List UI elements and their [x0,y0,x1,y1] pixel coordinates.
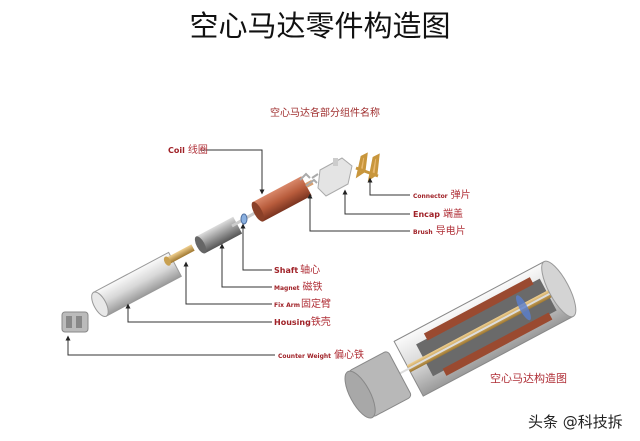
counter-weight-part [61,311,89,333]
connector-part [355,152,380,182]
housing-part [91,251,182,317]
assembled-motor-cutaway [344,260,577,419]
page-title: 空心马达零件构造图 [189,9,450,43]
brush-part [299,172,319,187]
watermark: 头条 @科技拆 [528,413,623,431]
encap-part [317,157,353,197]
assembly-caption: 空心马达构造图 [490,371,567,385]
coil-part [251,176,314,222]
magnet-part [194,216,243,254]
label-fix-arm: Fix Arm固定臂 [274,297,331,310]
fix-arm-part [163,244,195,266]
label-housing: Housing铁壳 [274,315,331,328]
diagram-subtitle: 空心马达各部分组件名称 [270,106,380,119]
